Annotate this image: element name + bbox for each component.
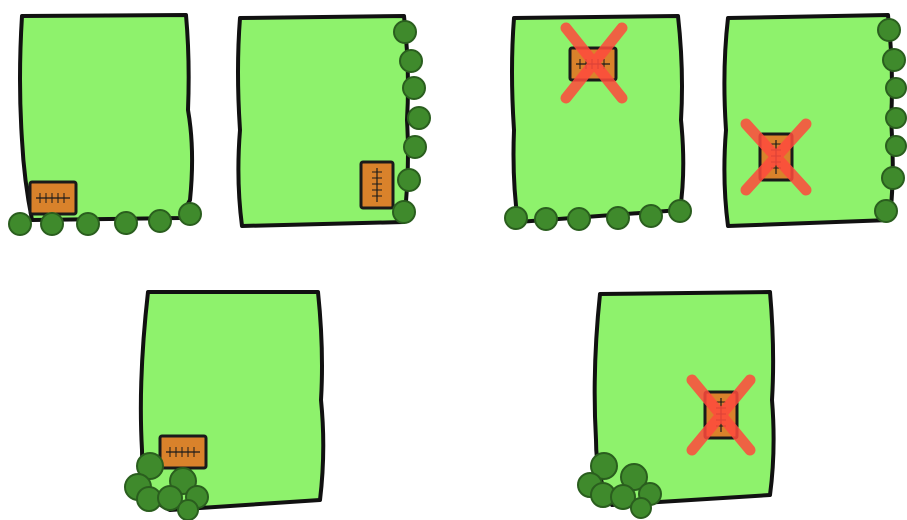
tree-icon <box>404 136 426 158</box>
tree-icon <box>400 50 422 72</box>
tree-icon <box>875 200 897 222</box>
panel-hive-right-edge-tree-column <box>238 16 430 226</box>
tree-icon <box>568 208 590 230</box>
tree-icon <box>178 500 198 520</box>
tree-icon <box>505 207 527 229</box>
tree-icon <box>883 49 905 71</box>
panel-hive-bottom-left-tree-row <box>9 15 201 235</box>
tree-icon <box>9 213 31 235</box>
tree-icon <box>398 169 420 191</box>
tree-icon <box>640 205 662 227</box>
tree-icon <box>393 201 415 223</box>
tree-icon <box>607 207 629 229</box>
tree-icon <box>535 208 557 230</box>
tree-icon <box>149 210 171 232</box>
field <box>141 292 323 510</box>
tree-icon <box>886 108 906 128</box>
tree-icon <box>41 213 63 235</box>
tree-icon <box>669 200 691 222</box>
tree-icon <box>408 107 430 129</box>
beehive-icon <box>361 162 393 208</box>
panel-hive-near-tree-cluster <box>125 292 323 520</box>
beehive-icon <box>160 436 206 468</box>
tree-icon <box>886 136 906 156</box>
tree-icon <box>403 77 425 99</box>
tree-icon <box>886 78 906 98</box>
tree-icon <box>115 212 137 234</box>
tree-icon <box>179 203 201 225</box>
panel-hive-away-from-tree-cluster-crossed <box>578 292 774 518</box>
tree-icon <box>394 21 416 43</box>
panel-hive-center-left-crossed <box>724 15 906 226</box>
panel-hive-top-center-crossed <box>505 16 691 230</box>
beehive-icon <box>30 182 76 214</box>
tree-icon <box>77 213 99 235</box>
tree-icon <box>882 167 904 189</box>
tree-icon <box>878 19 900 41</box>
tree-icon <box>631 498 651 518</box>
